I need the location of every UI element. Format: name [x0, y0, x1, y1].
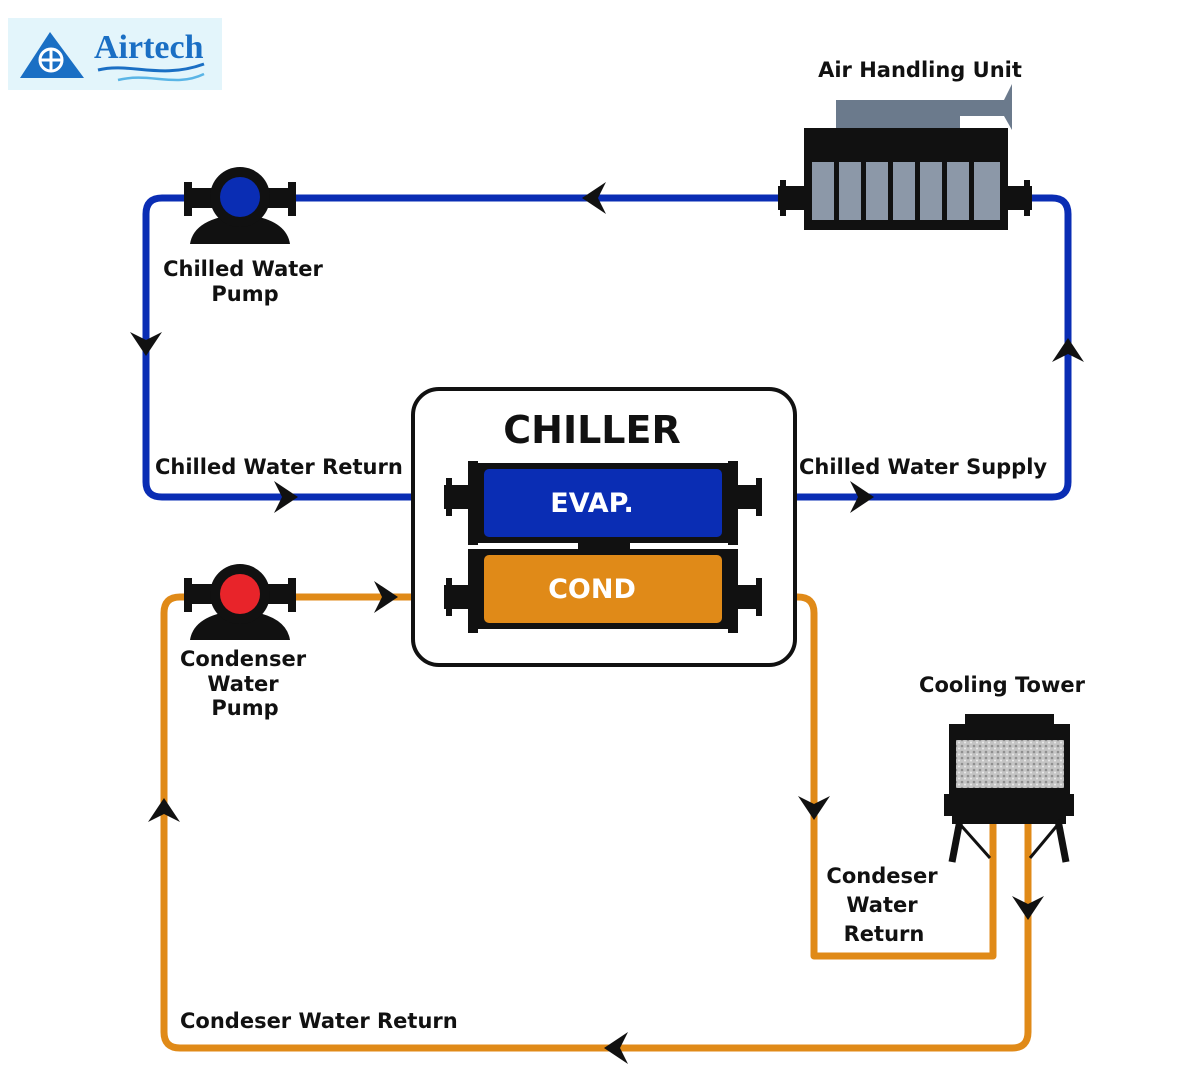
flow-arrows: [130, 182, 1084, 1064]
logo-triangle-icon: [20, 32, 84, 78]
cooling-tower: [944, 714, 1074, 863]
arrow-left-icon: [604, 1032, 628, 1064]
pump-impeller-icon: [220, 177, 260, 217]
chilled-pump-label-line1: Chilled Water: [163, 257, 323, 281]
logo-wave-icon: [97, 62, 205, 73]
condenser-water-loop: [160, 593, 1032, 1052]
condenser-pump-label-line2: Water: [207, 672, 279, 696]
condenser-shell: [484, 555, 722, 623]
air-handling-unit-label: Air Handling Unit: [818, 58, 1022, 82]
condenser-water-pump: [184, 564, 296, 640]
logo-text: Airtech: [94, 29, 204, 66]
evaporator-label: EVAP.: [550, 488, 634, 519]
tower-return-label-line3: Return: [844, 922, 925, 946]
condenser-label: COND: [548, 574, 636, 605]
chilled-water-pipe: [752, 194, 1072, 501]
condenser-water-return-label: Condeser Water Return: [180, 1009, 458, 1033]
condenser-pump-label-line3: Pump: [211, 696, 278, 720]
pump-impeller-icon: [220, 574, 260, 614]
arrow-left-icon: [582, 182, 606, 214]
tower-fill-media: [956, 740, 1064, 788]
condenser-pump-label-line1: Condenser: [180, 647, 307, 671]
condenser-water-pipe: [752, 593, 997, 960]
tower-return-label-line1: Condeser: [826, 864, 938, 888]
arrow-right-icon: [374, 581, 398, 613]
tower-return-label-line2: Water: [846, 893, 918, 917]
evaporator-shell: [484, 469, 722, 537]
air-handling-unit: [778, 84, 1032, 230]
logo-wave-icon: [117, 72, 205, 82]
chilled-pump-label-line2: Pump: [211, 282, 278, 306]
arrow-right-icon: [274, 481, 298, 513]
arrow-up-icon: [148, 798, 180, 822]
chiller-title: CHILLER: [503, 408, 680, 452]
chilled-water-pump: [184, 167, 296, 244]
arrow-up-icon: [1052, 338, 1084, 362]
arrow-down-icon: [798, 796, 830, 820]
chilled-water-return-label: Chilled Water Return: [155, 455, 403, 479]
cooling-tower-label: Cooling Tower: [919, 673, 1086, 697]
airtech-logo: Airtech: [8, 18, 222, 90]
arrow-down-icon: [130, 332, 162, 356]
arrow-down-icon: [1012, 896, 1044, 920]
chilled-water-supply-label: Chilled Water Supply: [799, 455, 1047, 479]
chiller-unit: [411, 387, 797, 667]
condenser-water-pipe: [160, 593, 1032, 1052]
arrow-right-icon: [850, 481, 874, 513]
ahu-duct: [836, 84, 1012, 130]
